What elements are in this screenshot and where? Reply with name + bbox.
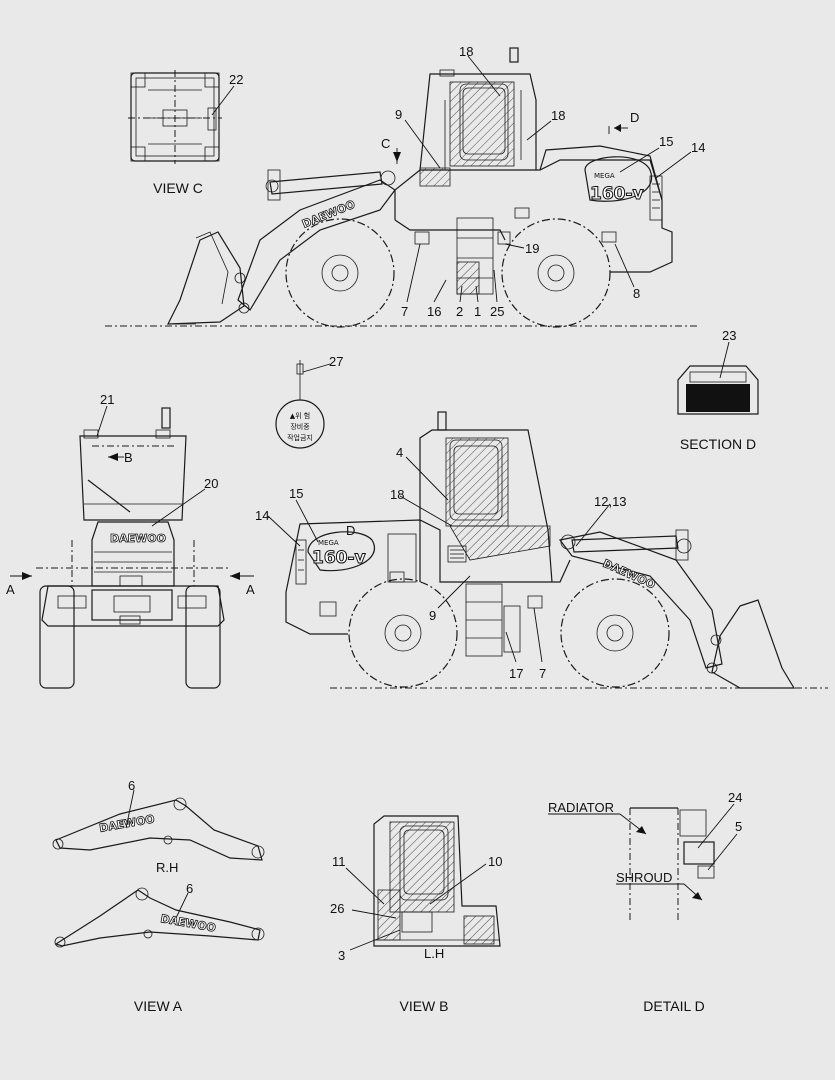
detail-d-caption: DETAIL D [643,998,704,1014]
callout-15-side: 15 [289,486,303,501]
warning-text-3: 작업금지 [287,433,313,442]
warning-decal: ▲위 험 장비중 작업금지 [275,360,325,449]
marker-d-top: D [630,110,639,125]
view-b-caption: VIEW B [399,998,448,1014]
callout-23: 23 [722,328,736,343]
callout-5: 5 [735,819,742,834]
callout-20: 20 [204,476,218,491]
label-shroud: SHROUD [616,870,672,885]
section-d-caption: SECTION D [680,436,756,452]
marker-a-left: A [6,582,15,597]
detail-d-drawing [629,807,715,922]
section-d-drawing [677,365,759,415]
view-c-drawing [128,70,222,164]
callout-22: 22 [229,72,243,87]
callout-10: 10 [488,854,502,869]
marker-b-front: B [124,450,133,465]
marker-d-side: D [346,523,355,538]
view-a-caption: VIEW A [134,998,183,1014]
callout-15-top: 15 [659,134,673,149]
callout-12-13: 12,13 [594,494,627,509]
callout-16: 16 [427,304,441,319]
callout-11: 11 [332,854,346,869]
decal-brand-front: DAEWOO [110,532,166,545]
decal-model-side: 160-v [312,548,366,568]
callout-18-side: 18 [390,487,404,502]
side-view-right-loader: 160-v MEGA DAEWOO [285,411,828,689]
callout-1: 1 [474,304,481,319]
callout-8: 8 [633,286,640,301]
callout-9-top: 9 [395,107,402,122]
callout-3: 3 [338,948,345,963]
callout-18-top-b: 18 [551,108,565,123]
callout-6-lh: 6 [186,881,193,896]
front-view: DAEWOO [36,407,230,689]
callout-18-top-a: 18 [459,44,473,59]
callout-7-side: 7 [539,666,546,681]
callout-9-side: 9 [429,608,436,623]
label-lh: L.H [424,946,444,961]
decal-brand-lh: DAEWOO [159,912,216,935]
callout-14-side: 14 [255,508,269,523]
decal-brand-side: DAEWOO [601,557,657,592]
callout-4: 4 [396,445,403,460]
callout-19: 19 [525,241,539,256]
callout-6-rh: 6 [128,778,135,793]
side-view-left-loader: 160-v MEGA DAEWOO [105,47,700,328]
marker-a-right: A [246,582,255,597]
label-radiator: RADIATOR [548,800,614,815]
callout-14-top: 14 [691,140,705,155]
callout-26: 26 [330,901,344,916]
decal-model-top: 160-v [590,184,644,204]
label-rh: R.H [156,860,178,875]
decal-brand-top: DAEWOO [300,198,357,231]
view-b-drawing [373,815,501,947]
callout-25: 25 [490,304,504,319]
marker-c-top: C [381,136,390,151]
callout-24: 24 [728,790,742,805]
callout-21: 21 [100,392,114,407]
decal-model-prefix-side: MEGA [318,539,339,547]
callout-2: 2 [456,304,463,319]
warning-text-2: 장비중 [290,422,310,431]
warning-text-1: ▲위 험 [290,412,311,420]
callout-17: 17 [509,666,523,681]
decal-model-prefix-top: MEGA [594,172,615,180]
view-c-caption: VIEW C [153,180,203,196]
callout-27: 27 [329,354,343,369]
callout-7-top: 7 [401,304,408,319]
